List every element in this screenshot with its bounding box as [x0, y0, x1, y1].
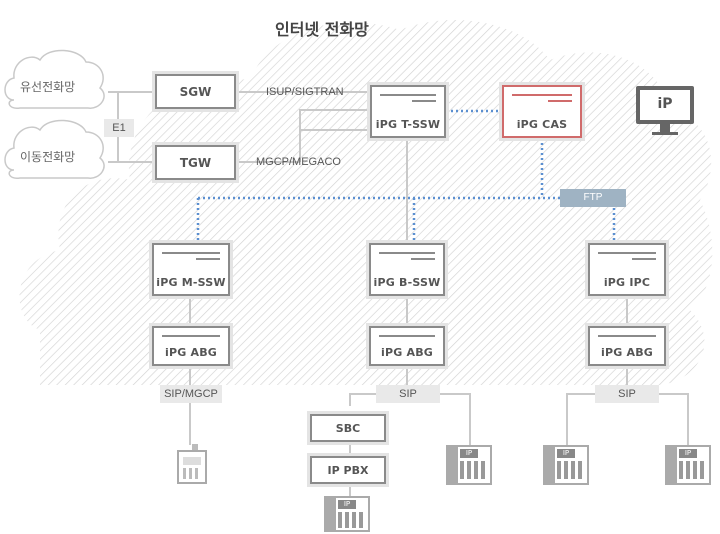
- ip-monitor-icon: iP: [636, 86, 694, 138]
- ippbx-node[interactable]: IP PBX: [310, 456, 386, 484]
- phone-badge: IP: [557, 449, 575, 458]
- ftp-label: FTP: [560, 189, 626, 207]
- wired-network-label: 유선전화망: [20, 80, 76, 94]
- node-bar: [598, 252, 656, 254]
- abg-node-right[interactable]: iPG ABG: [588, 326, 666, 366]
- phone-badge: IP: [679, 449, 697, 458]
- node-bar: [412, 100, 436, 102]
- ipc-node[interactable]: iPG IPC: [588, 243, 666, 296]
- mobile-phone-icon: [175, 444, 209, 484]
- sbc-node[interactable]: SBC: [310, 414, 386, 442]
- e1-label: E1: [104, 119, 134, 137]
- tssw-node[interactable]: iPG T-SSW: [370, 85, 446, 138]
- page-title: 인터넷 전화망: [275, 20, 369, 39]
- mobile-network-label: 이동전화망: [20, 150, 76, 164]
- node-bar: [380, 94, 436, 96]
- node-label: iPG ABG: [600, 346, 654, 359]
- node-label: iPG B-SSW: [373, 276, 441, 289]
- node-label: iPG CAS: [516, 118, 568, 131]
- node-label: iPG M-SSW: [156, 276, 226, 289]
- sgw-node[interactable]: SGW: [155, 74, 236, 109]
- sip-label-mid: SIP: [376, 385, 440, 403]
- node-bar: [411, 258, 435, 260]
- phone-badge: IP: [460, 449, 478, 458]
- node-bar: [379, 335, 435, 337]
- phone-badge: IP: [338, 500, 356, 509]
- node-bar: [598, 335, 656, 337]
- node-bar: [512, 94, 572, 96]
- wired-network-cloud: [4, 49, 105, 109]
- ip-phone-icon: IP: [324, 496, 370, 532]
- mssw-node[interactable]: iPG M-SSW: [152, 243, 230, 296]
- node-bar: [632, 258, 656, 260]
- cas-node[interactable]: iPG CAS: [502, 85, 582, 138]
- bssw-node[interactable]: iPG B-SSW: [369, 243, 445, 296]
- ip-phone-icon: IP: [543, 445, 589, 485]
- node-bar: [548, 100, 572, 102]
- sip-label-right: SIP: [595, 385, 659, 403]
- sip-mgcp-label: SIP/MGCP: [160, 385, 222, 403]
- ip-phone-icon: IP: [446, 445, 492, 485]
- ip-phone-icon: IP: [665, 445, 711, 485]
- node-label: iPG ABG: [380, 346, 434, 359]
- monitor-logo: iP: [657, 96, 673, 112]
- node-bar: [162, 335, 220, 337]
- abg-node-mid[interactable]: iPG ABG: [369, 326, 445, 366]
- mobile-network-cloud: [4, 119, 105, 179]
- abg-node-left[interactable]: iPG ABG: [152, 326, 230, 366]
- node-label: iPG IPC: [603, 276, 651, 289]
- node-bar: [379, 252, 435, 254]
- node-label: iPG ABG: [164, 346, 218, 359]
- node-label: iPG T-SSW: [375, 118, 441, 131]
- node-bar: [196, 258, 220, 260]
- node-bar: [162, 252, 220, 254]
- mgcp-megaco-label: MGCP/MEGACO: [256, 156, 341, 168]
- tgw-node[interactable]: TGW: [155, 145, 236, 180]
- isup-sigtran-label: ISUP/SIGTRAN: [266, 86, 344, 98]
